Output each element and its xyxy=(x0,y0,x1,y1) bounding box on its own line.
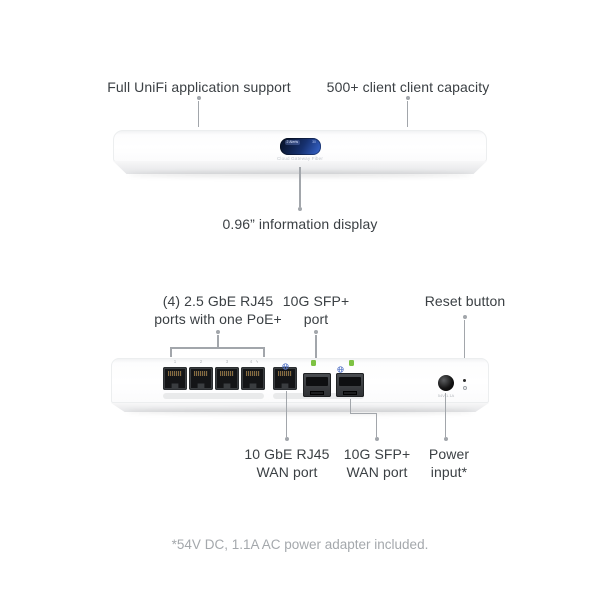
bracket-bar xyxy=(170,347,265,349)
label-app-support: Full UniFi application support xyxy=(107,79,291,95)
label-power-input: Power input* xyxy=(428,446,470,480)
leader-line xyxy=(315,335,317,360)
display-download: 492Mbps xyxy=(285,147,300,156)
display-alerts-badge: 2 Alerts xyxy=(285,140,300,145)
port-label-2: 2 xyxy=(199,359,203,364)
globe-icon xyxy=(336,360,344,373)
module-green-square-icon xyxy=(348,360,354,366)
leader-line xyxy=(197,101,200,127)
reset-pinhole xyxy=(463,379,466,382)
leader-dot xyxy=(374,437,379,441)
rj45-port-2 xyxy=(189,367,213,390)
leader-dot xyxy=(443,437,448,441)
leader-dot xyxy=(297,207,302,211)
sfp-wan-port xyxy=(336,373,364,397)
bracket-leg xyxy=(170,347,172,357)
rj45-port-1 xyxy=(163,367,187,390)
label-reset-button: Reset button xyxy=(424,293,506,309)
label-lan-ports: (4) 2.5 GbE RJ45 ports with one PoE+ xyxy=(154,293,282,327)
bracket-stem xyxy=(217,335,219,347)
leader-line xyxy=(375,414,378,437)
leader-dot xyxy=(216,330,220,334)
leader-line xyxy=(406,101,409,127)
label-wan-sfp: 10G SFP+ WAN port xyxy=(343,446,411,480)
leader-dot xyxy=(284,437,289,441)
information-display: 2 Alerts 30 492Mbps 234Mbps xyxy=(280,138,321,155)
module-green-square-icon xyxy=(310,360,316,366)
leader-line xyxy=(299,167,301,207)
display-days: 30 xyxy=(312,140,316,144)
rj45-port-4-poe xyxy=(241,367,265,390)
label-client-capacity: 500+ client client capacity xyxy=(326,79,490,95)
device-back-shadow xyxy=(126,409,474,414)
reset-circle-icon xyxy=(462,386,467,390)
leader-dot xyxy=(462,315,467,319)
leader-line xyxy=(463,320,466,376)
sfp-port-1 xyxy=(303,373,331,397)
leader-dot xyxy=(405,96,410,100)
leader-line xyxy=(444,393,447,437)
power-input-jack xyxy=(438,375,454,391)
device-model-name: Cloud Gateway Fiber xyxy=(276,156,324,161)
rj45-wan-port xyxy=(273,367,297,390)
globe-icon xyxy=(281,357,289,370)
display-upload: 234Mbps xyxy=(301,147,316,156)
port-label-1: 1 xyxy=(173,359,177,364)
leader-line xyxy=(285,391,288,437)
label-information-display: 0.96” information display xyxy=(222,216,378,232)
leader-dot xyxy=(196,96,201,100)
vent-strip xyxy=(163,393,264,399)
port-label-3: 3 xyxy=(225,359,229,364)
rj45-port-3 xyxy=(215,367,239,390)
port-label-4: 4 xyxy=(249,359,253,364)
poe-bolt-icon: ϟ xyxy=(255,359,259,364)
label-sfp-port: 10G SFP+ port xyxy=(282,293,350,327)
leader-line xyxy=(349,399,352,414)
label-wan-rj45: 10 GbE RJ45 WAN port xyxy=(244,446,330,480)
leader-dot xyxy=(314,330,318,334)
power-adapter-footnote: *54V DC, 1.1A AC power adapter included. xyxy=(171,537,429,552)
leader-line xyxy=(349,412,378,414)
device-back-base xyxy=(111,403,489,412)
bracket-leg xyxy=(263,347,265,357)
